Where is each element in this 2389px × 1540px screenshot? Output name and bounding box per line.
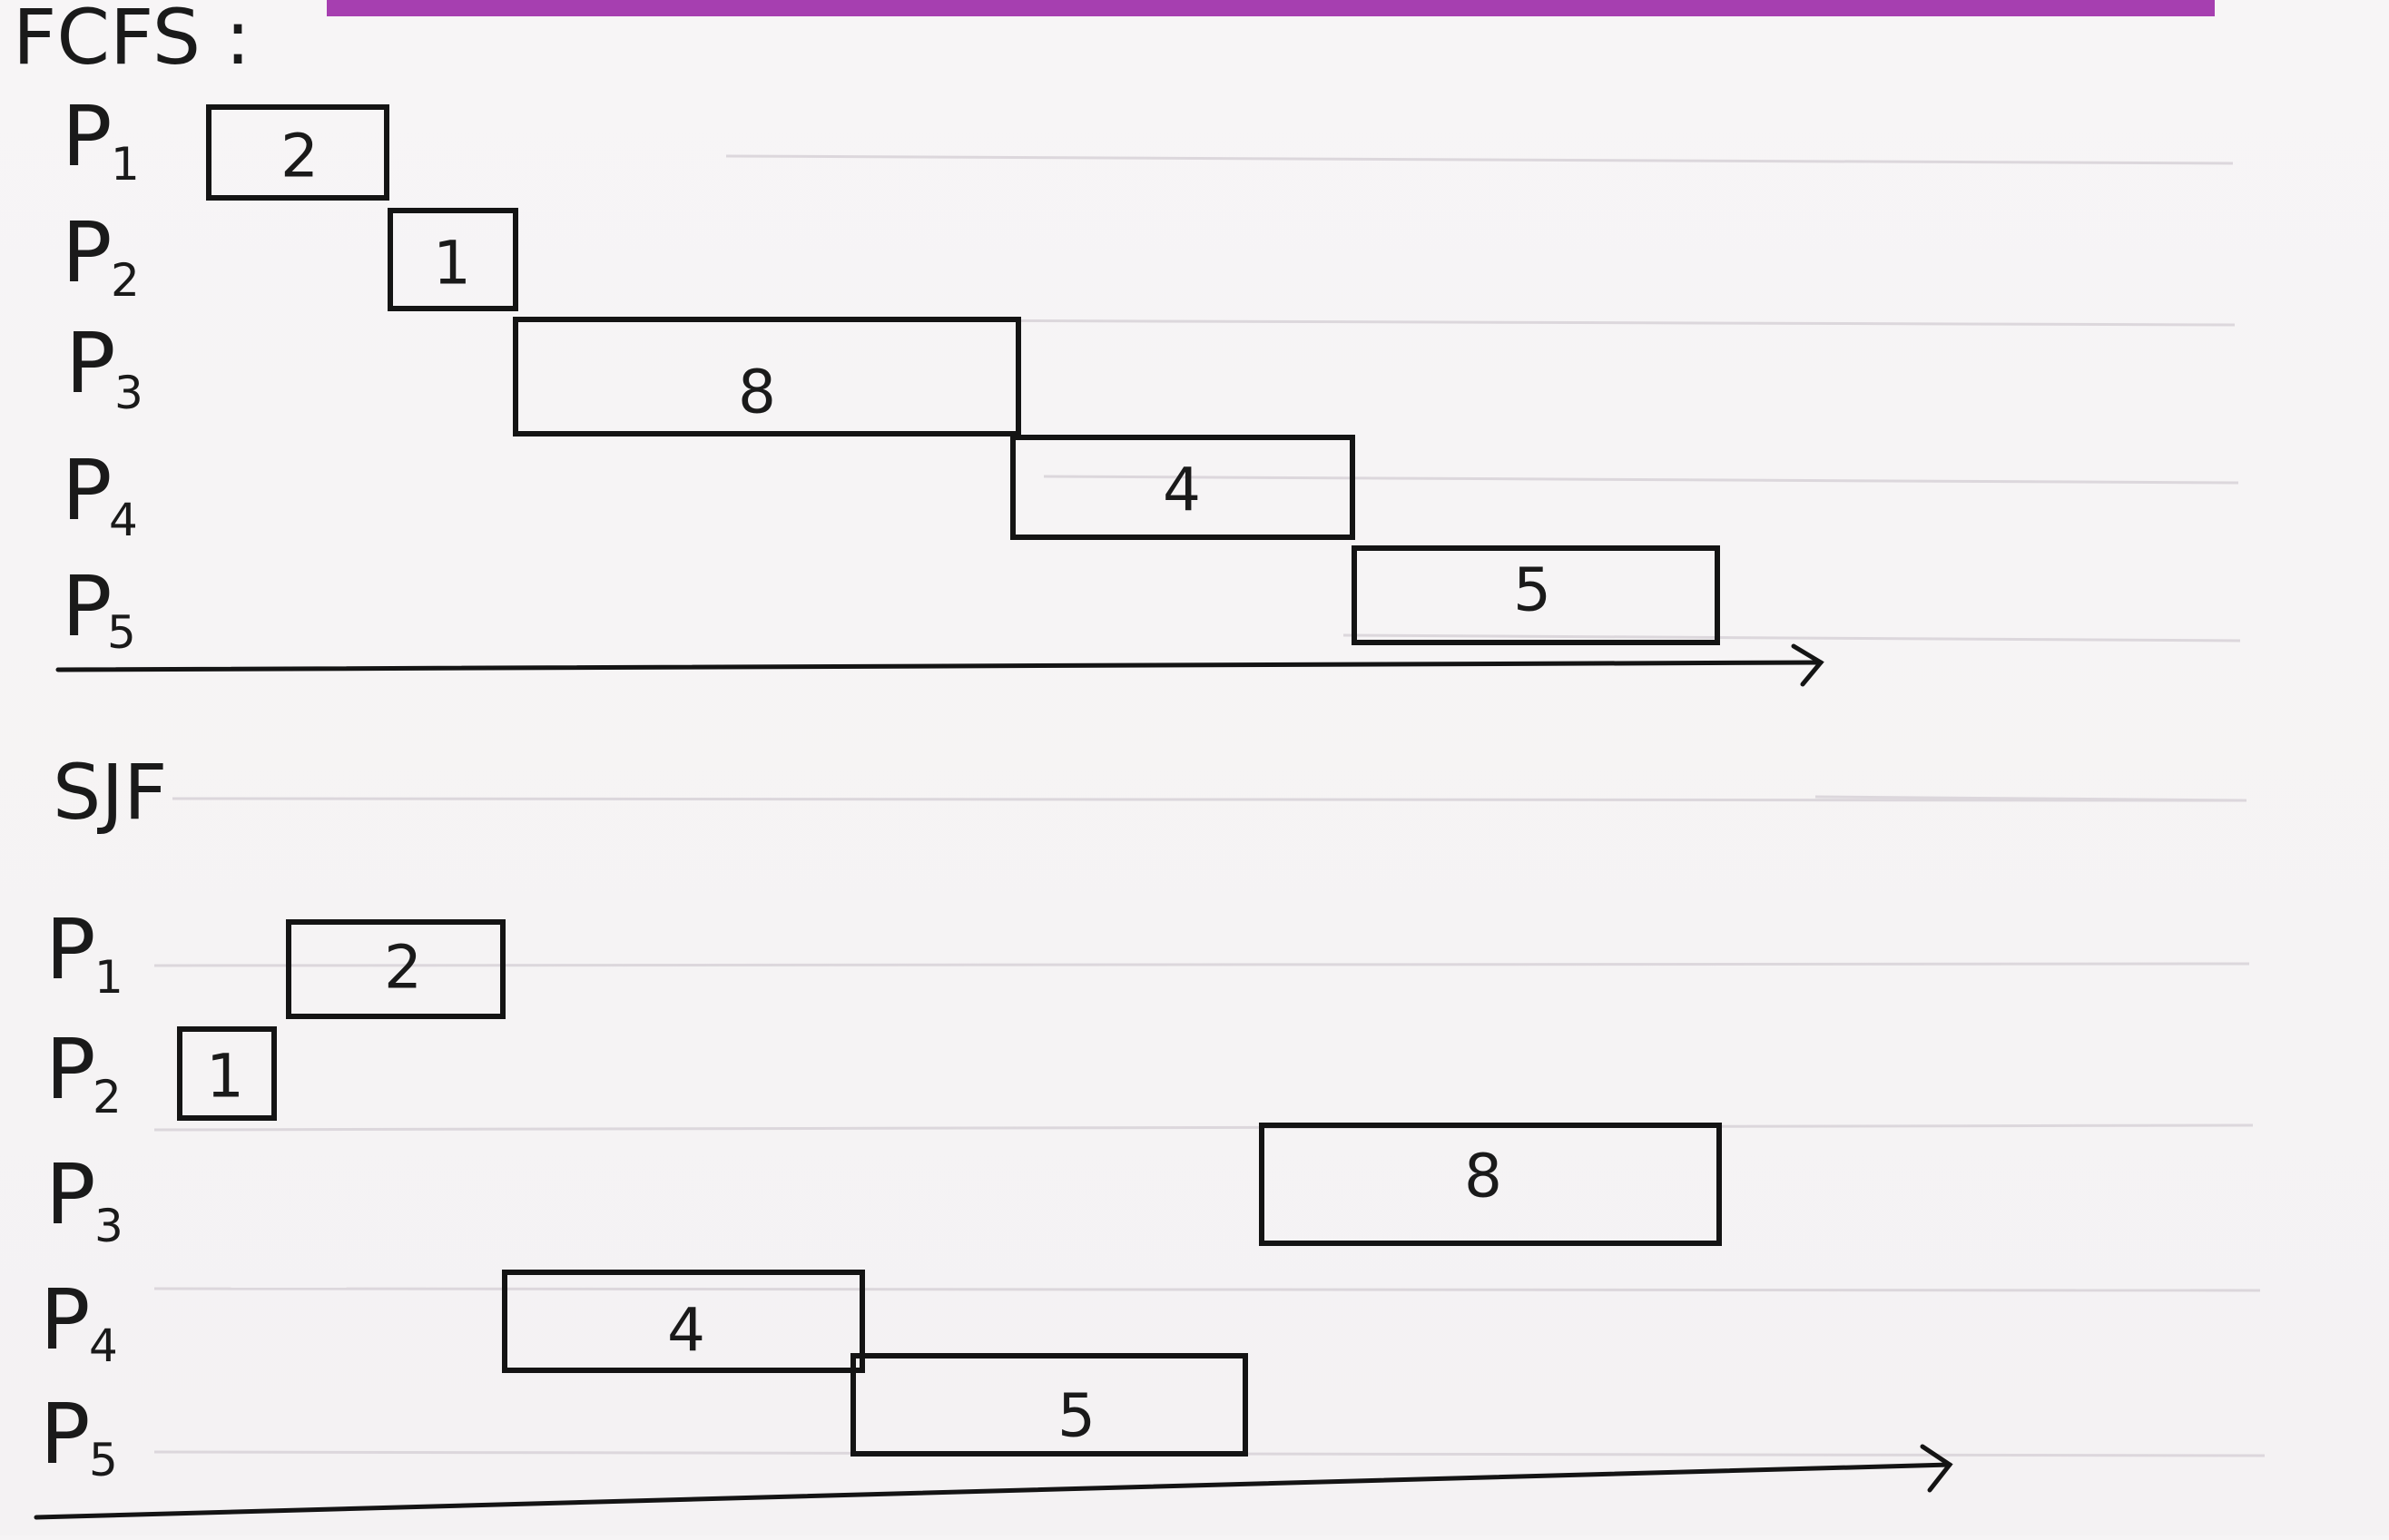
process-index: 3 (94, 1200, 123, 1252)
fcfs-row-label-p3: P 3 (65, 315, 143, 419)
purple-page-edge (327, 0, 2215, 16)
process-index: 3 (114, 367, 143, 419)
process-index: 5 (89, 1434, 118, 1486)
process-index: 5 (107, 606, 136, 659)
fcfs-bar-p4: 4 (1010, 435, 1355, 540)
axis-line (34, 1462, 1952, 1520)
burst-time: 1 (206, 1042, 244, 1112)
ruled-line (1043, 475, 2239, 485)
process-index: 2 (93, 1071, 122, 1123)
sjf-bar-p1: 2 (286, 919, 506, 1019)
fcfs-row-label-p4: P 4 (62, 442, 138, 546)
ruled-line (153, 1287, 2261, 1292)
process-index: 4 (89, 1319, 118, 1372)
axis-arrowhead (1791, 643, 1824, 687)
axis-line (55, 660, 1824, 672)
fcfs-bar-p5: 5 (1352, 545, 1720, 645)
gantt-box (850, 1353, 1248, 1457)
gantt-box (388, 208, 518, 311)
burst-time: 4 (1163, 456, 1201, 525)
process-index: 1 (111, 138, 140, 191)
ruled-line (172, 797, 2247, 802)
sjf-section: SJF P 1 P 2 P 3 P 4 P 5 2 1 (34, 748, 1953, 1520)
process-letter: P (40, 1271, 90, 1368)
process-index: 1 (94, 951, 123, 1004)
sjf-bar-p3: 8 (1259, 1123, 1722, 1246)
fcfs-bar-p1: 2 (206, 104, 389, 201)
gantt-box (1259, 1123, 1722, 1246)
process-letter: P (40, 1386, 90, 1483)
sjf-row-label-p4: P 4 (40, 1271, 118, 1372)
sjf-time-axis (34, 1444, 1953, 1520)
burst-time: 5 (1057, 1381, 1096, 1451)
fcfs-time-axis (55, 643, 1824, 687)
fcfs-bar-p2: 1 (388, 208, 518, 311)
gantt-box (177, 1026, 277, 1121)
process-letter: P (45, 1021, 95, 1118)
fcfs-row-label-p2: P 2 (62, 204, 140, 307)
sjf-row-label-p3: P 3 (45, 1146, 123, 1252)
burst-time: 8 (1464, 1142, 1502, 1211)
fcfs-title: FCFS : (13, 0, 251, 82)
ruled-lines (153, 154, 2266, 1457)
process-letter: P (45, 901, 95, 998)
process-letter: P (62, 204, 112, 301)
sjf-row-label-p1: P 1 (45, 901, 123, 1004)
sjf-bar-p2: 1 (177, 1026, 277, 1121)
burst-time: 5 (1513, 555, 1551, 625)
fcfs-bar-p3: 8 (513, 317, 1021, 436)
gantt-box (513, 317, 1021, 436)
burst-time: 4 (667, 1296, 705, 1366)
ruled-line (153, 1123, 2254, 1132)
gantt-box (1352, 545, 1720, 645)
process-index: 2 (111, 254, 140, 307)
gantt-box (286, 919, 506, 1019)
gantt-box (206, 104, 389, 201)
ruled-line (725, 154, 2234, 165)
sjf-bar-p5: 5 (850, 1353, 1248, 1457)
sjf-row-label-p2: P 2 (45, 1021, 122, 1123)
burst-time: 8 (738, 358, 776, 427)
ruled-line (1342, 633, 2241, 642)
gantt-box (502, 1270, 865, 1373)
fcfs-row-label-p5: P 5 (62, 558, 136, 659)
burst-time: 1 (433, 229, 471, 299)
sjf-bar-p4: 4 (502, 1270, 865, 1373)
process-letter: P (45, 1146, 95, 1243)
burst-time: 2 (384, 933, 422, 1003)
process-index: 4 (109, 494, 138, 546)
fcfs-row-label-p1: P 1 (62, 88, 140, 191)
gantt-box (1010, 435, 1355, 540)
axis-arrowhead (1920, 1444, 1953, 1493)
ruled-line (153, 962, 2250, 967)
sjf-row-label-p5: P 5 (40, 1386, 118, 1486)
process-letter: P (62, 88, 112, 185)
fcfs-section: FCFS : P 1 P 2 P 3 P 4 P 5 2 1 (13, 0, 1824, 687)
sjf-title: SJF (53, 748, 167, 837)
burst-time: 2 (280, 122, 319, 191)
process-letter: P (62, 558, 112, 655)
process-letter: P (62, 442, 112, 539)
process-letter: P (65, 315, 115, 412)
